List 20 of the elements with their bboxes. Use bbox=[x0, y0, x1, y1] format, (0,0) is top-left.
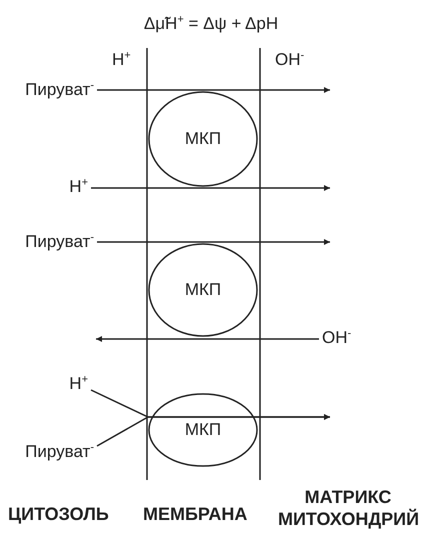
arrow bbox=[96, 336, 319, 342]
carrier-label: МКП bbox=[184, 129, 222, 149]
arrow bbox=[96, 414, 330, 447]
carrier-label: МКП bbox=[184, 420, 222, 440]
compartment-label: МЕМБРАНА bbox=[143, 503, 248, 525]
compartment-label: ЦИТОЗОЛЬ bbox=[8, 503, 109, 525]
ion-label: OH$^{-}$ bbox=[275, 50, 304, 70]
compartment-label: МАТРИКС МИТОХОНДРИЙ bbox=[278, 486, 418, 530]
arrow bbox=[97, 239, 330, 245]
ion-label: Пируват$^{-}$ bbox=[25, 442, 94, 462]
ion-label: H$^{+}$ bbox=[112, 50, 131, 70]
arrow bbox=[97, 87, 330, 93]
carrier-label: МКП bbox=[184, 280, 222, 300]
ion-label: Пируват$^{-}$ bbox=[25, 80, 94, 100]
equation-title: Δμ̃H$^{+}$ = Δψ + ΔpH bbox=[142, 14, 280, 34]
ion-label: OH$^{-}$ bbox=[322, 328, 352, 348]
ion-label: H$^{+}$ bbox=[69, 177, 88, 197]
arrow bbox=[91, 185, 330, 191]
ion-label: H$^{+}$ bbox=[69, 374, 88, 394]
ion-label: Пируват$^{-}$ bbox=[25, 232, 94, 252]
